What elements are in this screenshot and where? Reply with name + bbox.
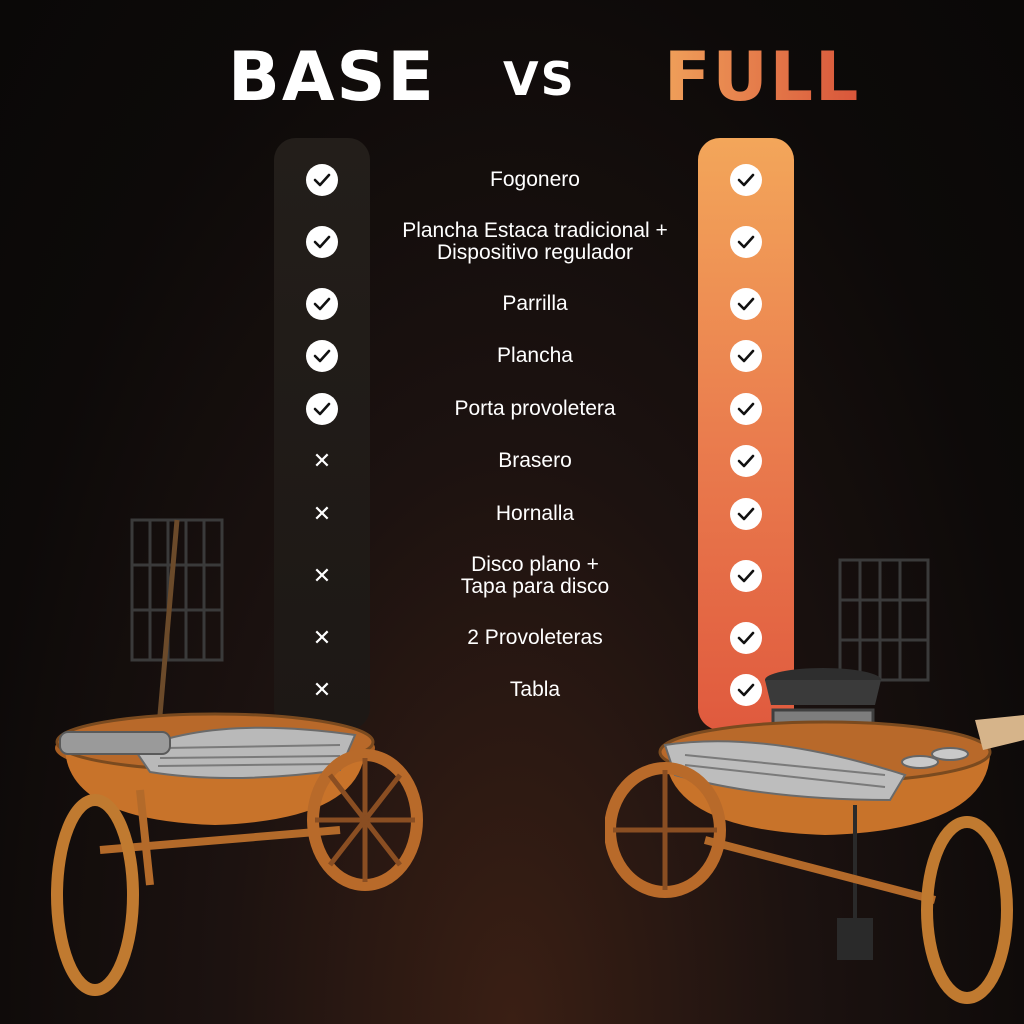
check-circle-icon [306,288,338,320]
base-cross-icon: ✕ [306,674,338,706]
check-circle-icon [730,445,762,477]
check-circle-icon [730,288,762,320]
feature-label: Fogonero [490,168,580,191]
base-check-circle-icon [306,164,338,196]
check-circle-icon [730,498,762,530]
cross-icon: ✕ [312,563,332,588]
full-check-circle-icon [730,560,762,592]
full-check-circle-icon [730,164,762,196]
check-circle-icon [306,340,338,372]
check-circle-icon [306,226,338,258]
base-cross-icon: ✕ [306,560,338,592]
full-grill-image [605,558,1024,1004]
full-check-circle-icon [730,393,762,425]
full-title: FULL [664,38,861,117]
cross-icon: ✕ [312,677,332,702]
cross-icon: ✕ [312,501,332,526]
feature-label: Parrilla [502,292,568,315]
feature-label: Hornalla [495,502,575,525]
base-check-circle-icon [306,226,338,258]
check-circle-icon [306,393,338,425]
feature-label: Porta provoletera [454,397,616,420]
check-circle-icon [730,622,762,654]
full-check-circle-icon [730,445,762,477]
vs-title: VS [503,52,576,106]
cross-icon: ✕ [312,625,332,650]
base-cross-icon: ✕ [306,622,338,654]
base-grill-image [51,518,423,996]
feature-label: Plancha Estaca tradicional + Dispositivo… [402,219,668,264]
base-cross-icon: ✕ [306,445,338,477]
feature-label: 2 Provoleteras [467,626,603,649]
check-circle-icon [730,393,762,425]
full-check-circle-icon [730,622,762,654]
cross-icon: ✕ [312,448,332,473]
full-check-circle-icon [730,340,762,372]
check-circle-icon [730,226,762,258]
check-circle-icon [730,560,762,592]
feature-label: Plancha [497,344,573,367]
base-check-circle-icon [306,340,338,372]
base-cross-icon: ✕ [306,498,338,530]
base-title: BASE [228,38,436,117]
full-check-circle-icon [730,674,762,706]
feature-label: Disco plano + Tapa para disco [460,553,610,598]
feature-label: Brasero [498,449,572,472]
check-circle-icon [306,164,338,196]
full-check-circle-icon [730,288,762,320]
full-check-circle-icon [730,498,762,530]
base-check-circle-icon [306,393,338,425]
base-check-circle-icon [306,288,338,320]
check-circle-icon [730,164,762,196]
check-circle-icon [730,674,762,706]
check-circle-icon [730,340,762,372]
feature-label: Tabla [509,678,561,701]
full-check-circle-icon [730,226,762,258]
